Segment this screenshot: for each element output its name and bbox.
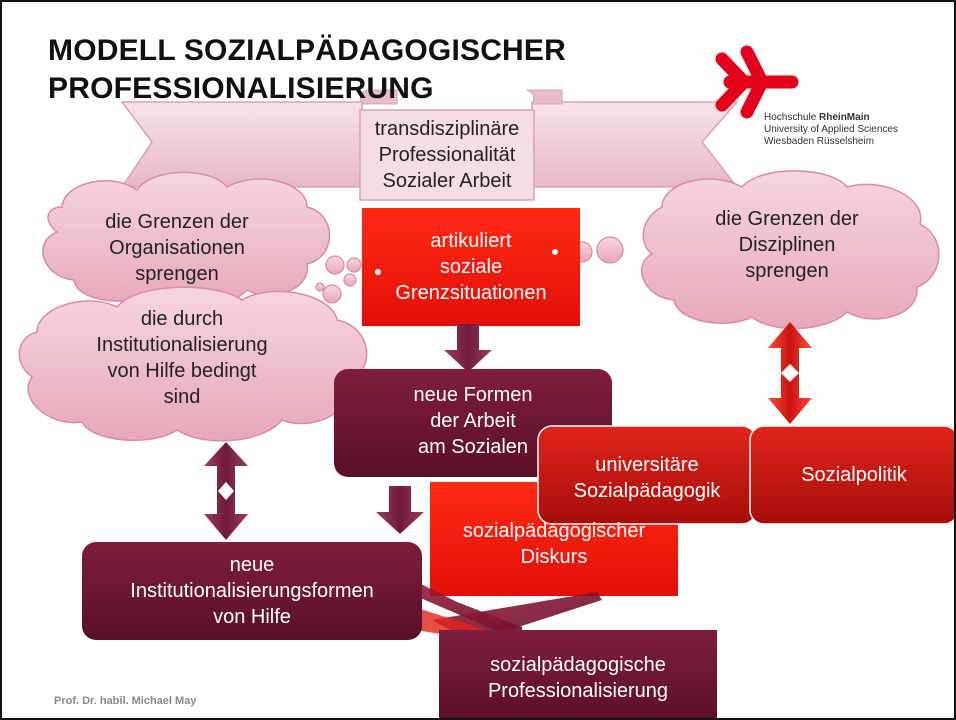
hochschule-logo-mark	[715, 45, 799, 119]
box-artikuliert-text: artikuliert soziale Grenzsituationen	[364, 228, 578, 306]
box-sozialpolitik	[749, 425, 954, 525]
cloud-line: die Grenzen der	[715, 208, 859, 230]
arrow-artikuliert-to-formen	[444, 324, 492, 372]
logo-brand: RheinMain	[819, 112, 870, 123]
box-artikuliert	[362, 208, 580, 326]
box-line: sozialpädagogische	[490, 654, 666, 676]
arrow-formen-to-institutionalisierung	[376, 486, 424, 534]
cloud-line: von Hilfe bedingt	[107, 360, 257, 382]
page-title: MODELL SOZIALPÄDAGOGISCHER PROFESSIONALI…	[48, 32, 648, 108]
box-diskurs-text: sozialpädagogischer Diskurs	[432, 518, 676, 570]
hochschule-logo-text: Hochschule RheinMain University of Appli…	[764, 112, 898, 148]
logo-line-3: Wiesbaden Rüsselsheim	[764, 136, 875, 147]
cloud-right-text: die Grenzen der Disziplinen sprengen	[662, 206, 912, 284]
logo-line-2: University of Applied Sciences	[764, 124, 898, 135]
cloud-line: die Grenzen der	[105, 211, 249, 233]
cloud-left-bottom-text: die durch Institutionalisierung von Hilf…	[32, 306, 332, 410]
box-sozialpolitik-text: Sozialpolitik	[750, 462, 954, 488]
box-line: artikuliert	[430, 230, 512, 252]
box-line: Sozialpolitik	[801, 464, 907, 486]
box-professionalisierung	[439, 630, 717, 718]
box-universitaere-text: universitäre Sozialpädagogik	[538, 452, 756, 504]
box-line: sozialpädagogischer	[462, 520, 646, 542]
cloud-line: Institutionalisierung	[96, 334, 268, 356]
box-professionalisierung-text: sozialpädagogische Professionalisierung	[439, 652, 717, 704]
cloud-left-top	[42, 171, 331, 308]
title-line-1: MODELL SOZIALPÄDAGOGISCHER	[48, 34, 566, 67]
box-line: der Arbeit	[430, 410, 516, 432]
banner-line: Sozialer Arbeit	[382, 170, 512, 192]
box-line: am Sozialen	[417, 436, 529, 458]
author-footer: Prof. Dr. habil. Michael May	[54, 695, 197, 707]
cloud-right	[641, 170, 940, 330]
banner-text: transdisziplinäre Professionalität Sozia…	[362, 116, 532, 194]
box-line: universitäre	[595, 454, 699, 476]
double-arrow-left	[204, 442, 248, 540]
cloud-line: sprengen	[745, 260, 829, 282]
box-line: neue	[229, 554, 275, 576]
banner-line: transdisziplinäre	[374, 118, 520, 140]
box-line: Professionalisierung	[487, 680, 669, 702]
cloud-line: die durch	[140, 308, 224, 330]
box-line: soziale	[439, 256, 503, 278]
double-arrow-right	[768, 322, 812, 424]
cloud-line: Organisationen	[109, 237, 245, 259]
cloud-line: sind	[163, 386, 201, 408]
box-line: Sozialpädagogik	[573, 480, 721, 502]
banner	[120, 89, 739, 201]
box-line: Diskurs	[520, 546, 588, 568]
cloud-line: Disziplinen	[738, 234, 836, 256]
cloud-line: sprengen	[135, 263, 219, 285]
box-neue-formen-text: neue Formen der Arbeit am Sozialen	[334, 382, 612, 460]
box-line: Grenzsituationen	[395, 282, 547, 304]
title-line-2: PROFESSIONALISIERUNG	[48, 72, 434, 105]
cloud-left-top-text: die Grenzen der Organisationen sprengen	[57, 209, 297, 287]
logo-prefix: Hochschule	[764, 112, 820, 123]
box-line: von Hilfe	[213, 606, 291, 628]
box-institutionalisierung	[82, 542, 422, 640]
box-institutionalisierung-text: neue Institutionalisierungsformen von Hi…	[82, 552, 422, 630]
box-line: Institutionalisierungsformen	[130, 580, 374, 602]
banner-line: Professionalität	[378, 144, 516, 166]
box-line: neue Formen	[413, 384, 533, 406]
